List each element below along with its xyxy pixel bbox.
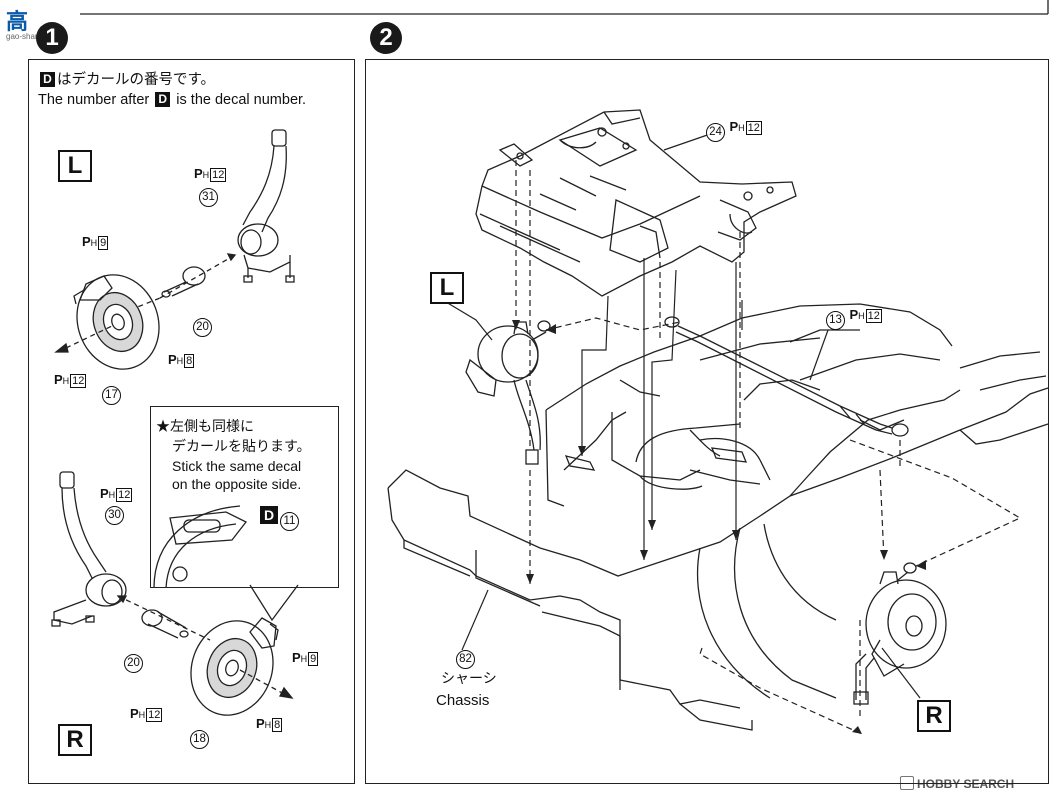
inset-jp-line1: ★左側も同様に — [156, 418, 254, 434]
step-1-left-label: L — [58, 150, 92, 182]
step-2-panel — [365, 59, 1049, 784]
step-1-panel — [28, 59, 355, 784]
brake-disc-18-illustration — [190, 617, 279, 716]
part-13-number: 13 — [826, 311, 845, 330]
decal-inset-illustration — [153, 505, 247, 589]
chassis-label-en: Chassis — [436, 692, 490, 709]
step-1-badge: 1 — [36, 22, 68, 54]
part-24-number: 24 — [706, 123, 725, 142]
part-31-number: 31 — [199, 188, 218, 207]
part-20-number-right: 20 — [124, 654, 143, 673]
top-watermark: 高 gao-shan.com — [6, 4, 57, 41]
inset-jp-line2: デカールを貼ります。 — [172, 438, 311, 454]
part-18-number: 18 — [190, 730, 209, 749]
decal-d-icon: D — [155, 92, 171, 107]
watermark-logo: 高 — [6, 10, 29, 35]
inset-en-line2: on the opposite side. — [172, 476, 302, 492]
assembly-guides — [515, 160, 1022, 735]
step-2-left-label: L — [430, 272, 464, 304]
decal-d-icon: D — [260, 506, 278, 524]
subframe-24-illustration — [475, 109, 797, 297]
knuckle-31-illustration — [237, 129, 295, 283]
chassis-label-jp: シャーシ — [441, 670, 497, 686]
step-2-badge: 2 — [370, 22, 402, 54]
pin-20-right-illustration — [141, 609, 189, 639]
decal-d-icon: D — [40, 72, 55, 87]
decal-inset-box — [150, 406, 339, 588]
step2-right-knuckle-illustration — [853, 562, 947, 705]
part-17-number: 17 — [102, 386, 121, 405]
step2-left-knuckle-illustration — [465, 320, 551, 465]
step-1-right-label: R — [58, 724, 92, 756]
part-82-number: 82 — [456, 650, 475, 669]
brake-disc-17-illustration — [73, 274, 160, 370]
decal-note-en: The number after D is the decal number. — [38, 92, 307, 108]
decal-11-number: 11 — [280, 512, 299, 531]
step-2-right-label: R — [917, 700, 951, 732]
knuckle-30-illustration — [51, 471, 127, 627]
part-20-number-left: 20 — [193, 318, 212, 337]
part-30-number: 30 — [105, 506, 124, 525]
pin-20-left-illustration — [161, 266, 206, 298]
watermark-url: gao-shan.com — [6, 32, 57, 41]
inset-en-line1: Stick the same decal — [172, 458, 302, 474]
tie-rod-13-illustration — [664, 316, 909, 437]
